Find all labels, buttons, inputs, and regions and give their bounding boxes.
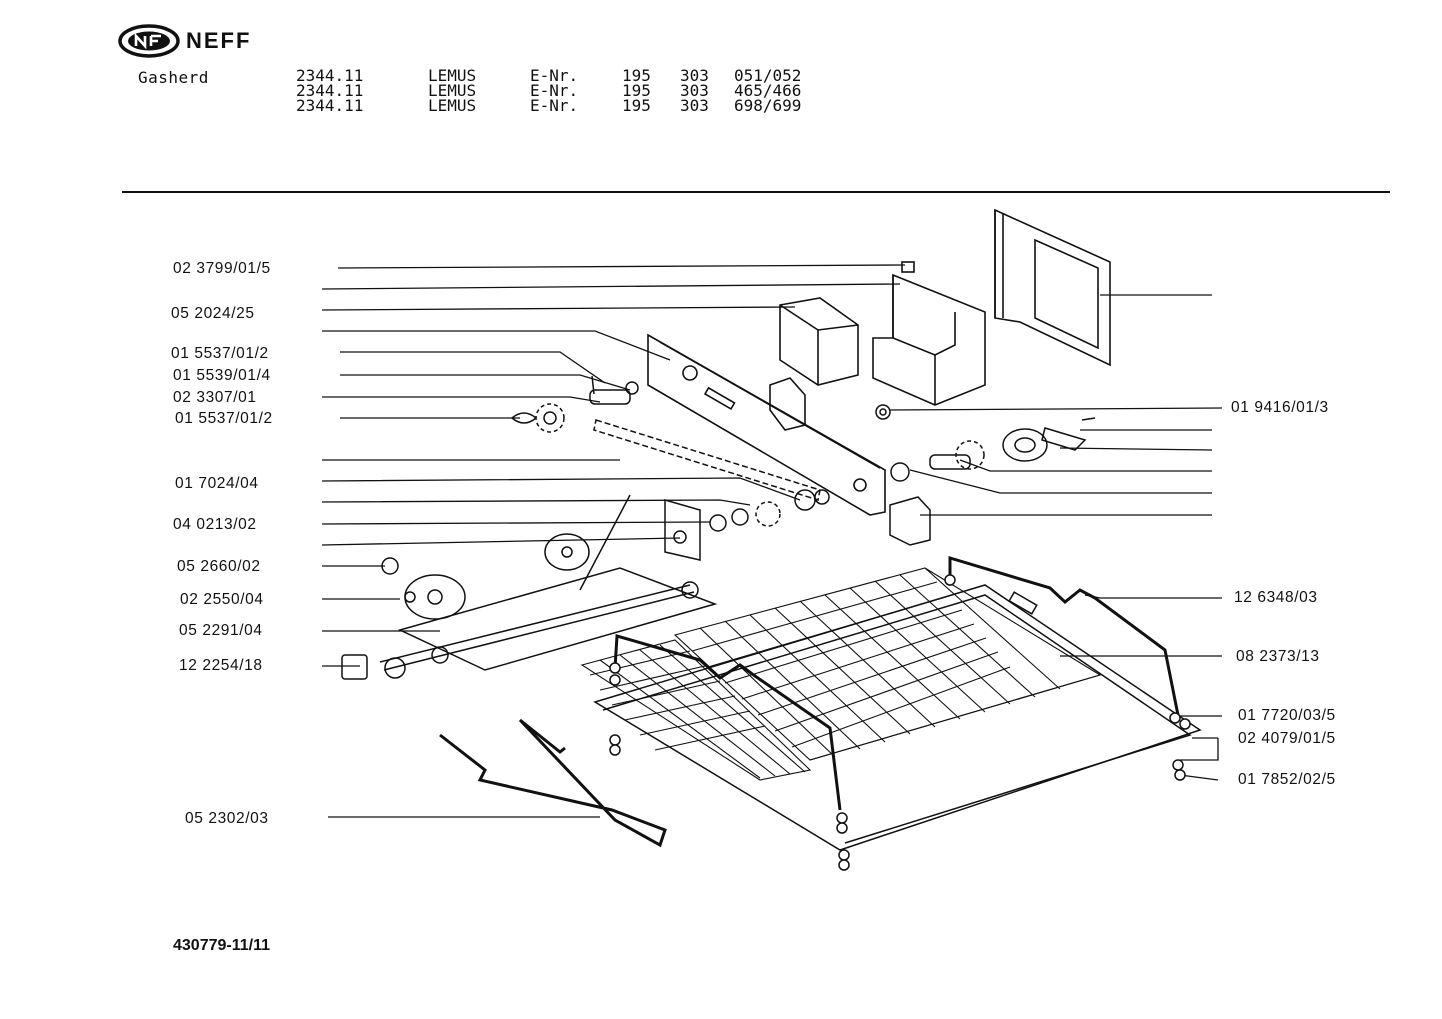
part-label: 01 7720/03/5: [1238, 707, 1336, 724]
bracket-parts: [381, 499, 781, 620]
part-label: 01 7852/02/5: [1238, 771, 1336, 788]
part-label: 02 3799/01/5: [173, 260, 271, 277]
model-row: 2344.11 LEMUS E-Nr. 195 303 051/052: [296, 66, 801, 199]
part-label: 12 6348/03: [1234, 589, 1318, 606]
header-rule: [122, 191, 1390, 193]
gear-cluster: [875, 404, 1096, 546]
model-number: 2344.11: [296, 81, 364, 100]
part-label: 02 4079/01/5: [1238, 730, 1336, 747]
enr-part-a: 195: [622, 66, 651, 85]
enr-part-b: 303: [680, 66, 709, 85]
leader-lines: [321, 264, 1223, 818]
enr-part-c: 051/052: [734, 66, 802, 85]
neff-logo: NEFF: [118, 24, 251, 58]
part-label: 01 7024/04: [175, 475, 259, 492]
part-label: 01 9416/01/3: [1231, 399, 1329, 416]
side-shield-panel: [994, 208, 1111, 367]
enr-part-c: 698/699: [734, 96, 802, 115]
model-number: 2344.11: [296, 66, 364, 85]
enr-part-c: 465/466: [734, 81, 802, 100]
part-label: 05 2660/02: [177, 558, 261, 575]
model-row: 2344.11 LEMUS E-Nr. 195 303 698/699: [296, 96, 801, 229]
model-name: LEMUS: [428, 66, 477, 85]
neff-emblem-icon: [118, 24, 180, 58]
deflector-box: [872, 261, 986, 406]
appliance-type: Gasherd: [138, 68, 209, 87]
part-label: 02 3307/01: [173, 389, 257, 406]
part-label: 05 2302/03: [185, 810, 269, 827]
part-label: 01 5539/01/4: [173, 367, 271, 384]
model-name: LEMUS: [428, 96, 477, 115]
enr-part-b: 303: [680, 96, 709, 115]
part-label: 02 2550/04: [180, 591, 264, 608]
part-label: 01 5537/01/2: [175, 410, 273, 427]
enr-part-a: 195: [622, 96, 651, 115]
part-label: 05 2024/25: [171, 305, 255, 322]
enr-label: E-Nr.: [530, 81, 579, 100]
part-label: 08 2373/13: [1236, 648, 1320, 665]
spit-drive-parts: [511, 375, 830, 511]
part-label: 12 2254/18: [179, 657, 263, 674]
spit-frame: [341, 494, 718, 680]
part-label: 04 0213/02: [173, 516, 257, 533]
grill-grid: [580, 567, 1102, 781]
tray-plate: [593, 584, 1202, 851]
brand-name: NEFF: [186, 28, 252, 53]
model-row: 2344.11 LEMUS E-Nr. 195 303 465/466: [296, 81, 801, 214]
mounting-rail: [647, 333, 886, 516]
washers: [609, 574, 1191, 871]
model-name: LEMUS: [428, 81, 477, 100]
enr-part-b: 303: [680, 81, 709, 100]
enr-part-a: 195: [622, 81, 651, 100]
model-number: 2344.11: [296, 96, 364, 115]
enr-label: E-Nr.: [530, 66, 579, 85]
enr-label: E-Nr.: [530, 96, 579, 115]
document-id: 430779-11/11: [173, 937, 270, 954]
motor-housing: [769, 297, 859, 431]
part-label: 05 2291/04: [179, 622, 263, 639]
part-label: 01 5537/01/2: [171, 345, 269, 362]
wire-racks: [439, 555, 1180, 848]
